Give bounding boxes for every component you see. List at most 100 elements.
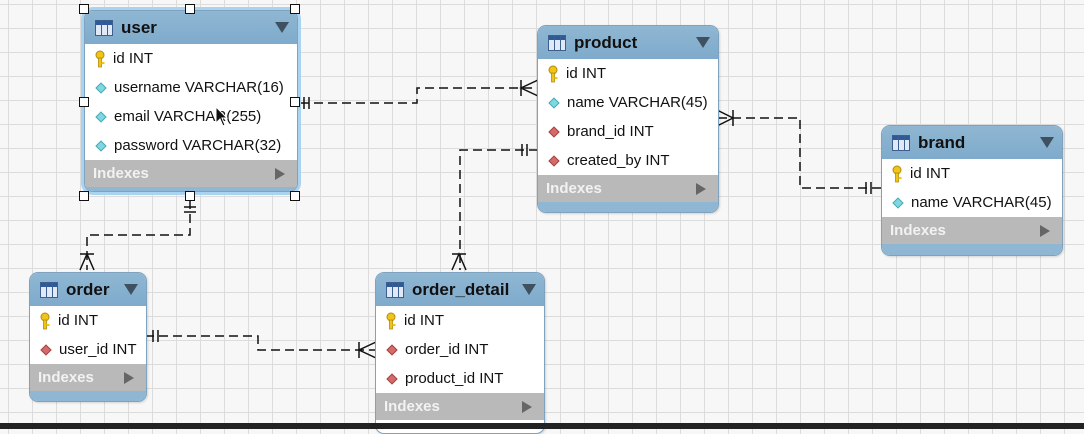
expand-indexes-icon[interactable] xyxy=(124,371,134,384)
collapse-toggle-icon[interactable] xyxy=(275,22,289,33)
column-diamond-icon xyxy=(95,110,107,123)
one-marker xyxy=(152,330,159,342)
foreign-key-diamond-icon xyxy=(386,372,398,385)
column-label: email VARCHAR(255) xyxy=(114,108,262,125)
table-header[interactable]: order xyxy=(30,273,146,306)
primary-key-icon xyxy=(95,50,105,67)
indexes-label: Indexes xyxy=(890,222,946,239)
one-marker xyxy=(521,144,528,156)
table-name: user xyxy=(121,17,157,37)
table-name: order xyxy=(66,279,110,299)
column-row[interactable]: email VARCHAR(255) xyxy=(85,102,297,131)
table-name: product xyxy=(574,32,638,52)
resize-handle[interactable] xyxy=(290,191,300,201)
table-icon xyxy=(386,281,404,298)
table-footer xyxy=(538,202,718,212)
table-header[interactable]: brand xyxy=(882,126,1062,159)
column-label: id INT xyxy=(910,165,951,182)
column-row[interactable]: name VARCHAR(45) xyxy=(882,188,1062,217)
collapse-toggle-icon[interactable] xyxy=(522,284,536,295)
rel-user-product-line[interactable] xyxy=(300,87,538,104)
column-row[interactable]: id INT xyxy=(538,59,718,88)
table-brand[interactable]: brand id INT name VARCHAR(45) Indexes xyxy=(881,125,1063,256)
table-name: brand xyxy=(918,132,966,152)
indexes-section[interactable]: Indexes xyxy=(538,175,718,202)
column-row[interactable]: id INT xyxy=(30,306,146,335)
column-list: id INT name VARCHAR(45) xyxy=(882,159,1062,217)
indexes-section[interactable]: Indexes xyxy=(30,364,146,391)
column-label: name VARCHAR(45) xyxy=(567,94,708,111)
collapse-toggle-icon[interactable] xyxy=(124,284,138,295)
column-row[interactable]: id INT xyxy=(376,306,544,335)
column-row[interactable]: product_id INT xyxy=(376,364,544,393)
resize-handle[interactable] xyxy=(79,4,89,14)
primary-key-icon xyxy=(40,312,50,329)
column-row[interactable]: id INT xyxy=(85,44,297,73)
collapse-toggle-icon[interactable] xyxy=(696,37,710,48)
column-list: id INT user_id INT xyxy=(30,306,146,364)
rel-product-orderdetail-line[interactable] xyxy=(459,149,538,270)
resize-handle[interactable] xyxy=(79,191,89,201)
collapse-toggle-icon[interactable] xyxy=(1040,137,1054,148)
column-label: username VARCHAR(16) xyxy=(114,79,284,96)
resize-handle[interactable] xyxy=(185,191,195,201)
table-icon xyxy=(40,281,58,298)
table-header[interactable]: product xyxy=(538,26,718,59)
column-row[interactable]: password VARCHAR(32) xyxy=(85,131,297,160)
expand-indexes-icon[interactable] xyxy=(522,400,532,413)
expand-indexes-icon[interactable] xyxy=(275,167,285,180)
table-order-detail[interactable]: order_detail id INT order_id INT product… xyxy=(375,272,545,434)
column-label: id INT xyxy=(113,50,154,67)
column-label: created_by INT xyxy=(567,152,670,169)
column-row[interactable]: brand_id INT xyxy=(538,117,718,146)
table-header[interactable]: user xyxy=(85,11,297,44)
one-marker xyxy=(303,97,310,109)
indexes-section[interactable]: Indexes xyxy=(376,393,544,420)
expand-indexes-icon[interactable] xyxy=(1040,224,1050,237)
column-list: id INT username VARCHAR(16) email VARCHA… xyxy=(85,44,297,160)
column-label: id INT xyxy=(566,65,607,82)
one-marker xyxy=(865,182,872,194)
table-footer xyxy=(882,244,1062,255)
column-row[interactable]: id INT xyxy=(882,159,1062,188)
table-user[interactable]: user id INT username VARCHAR(16) email V… xyxy=(84,10,298,192)
indexes-label: Indexes xyxy=(38,369,94,386)
column-row[interactable]: user_id INT xyxy=(30,335,146,364)
column-list: id INT name VARCHAR(45) brand_id INT cre… xyxy=(538,59,718,175)
indexes-label: Indexes xyxy=(93,165,149,182)
column-label: user_id INT xyxy=(59,341,137,358)
table-order[interactable]: order id INT user_id INT Indexes xyxy=(29,272,147,402)
column-diamond-icon xyxy=(548,96,560,109)
indexes-label: Indexes xyxy=(546,180,602,197)
many-marker xyxy=(451,252,467,271)
rel-user-order-line[interactable] xyxy=(86,200,191,270)
column-row[interactable]: order_id INT xyxy=(376,335,544,364)
foreign-key-diamond-icon xyxy=(548,125,560,138)
column-row[interactable]: created_by INT xyxy=(538,146,718,175)
primary-key-icon xyxy=(548,65,558,82)
expand-indexes-icon[interactable] xyxy=(696,182,706,195)
resize-handle[interactable] xyxy=(290,97,300,107)
resize-handle[interactable] xyxy=(185,4,195,14)
resize-handle[interactable] xyxy=(290,4,300,14)
column-label: brand_id INT xyxy=(567,123,654,140)
foreign-key-diamond-icon xyxy=(40,343,52,356)
table-header[interactable]: order_detail xyxy=(376,273,544,306)
rel-order-orderdetail-line[interactable] xyxy=(145,335,376,351)
indexes-section[interactable]: Indexes xyxy=(85,160,297,187)
table-product[interactable]: product id INT name VARCHAR(45) brand_id… xyxy=(537,25,719,213)
column-row[interactable]: username VARCHAR(16) xyxy=(85,73,297,102)
column-diamond-icon xyxy=(95,139,107,152)
mouse-cursor-icon xyxy=(215,106,229,127)
table-footer xyxy=(30,391,146,401)
foreign-key-diamond-icon xyxy=(548,154,560,167)
primary-key-icon xyxy=(386,312,396,329)
column-row[interactable]: name VARCHAR(45) xyxy=(538,88,718,117)
bottom-edge-bar xyxy=(0,423,1084,429)
rel-brand-product-line[interactable] xyxy=(717,117,881,189)
indexes-section[interactable]: Indexes xyxy=(882,217,1062,244)
resize-handle[interactable] xyxy=(79,97,89,107)
column-diamond-icon xyxy=(95,81,107,94)
indexes-label: Indexes xyxy=(384,398,440,415)
